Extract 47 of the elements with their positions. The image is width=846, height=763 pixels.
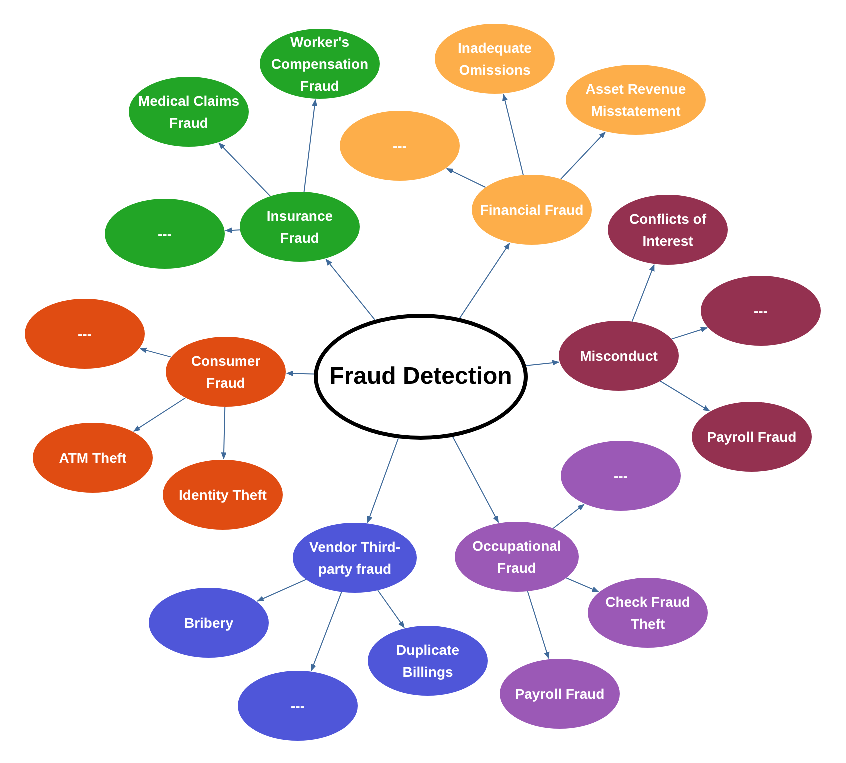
topic-label: Identity Theft	[178, 486, 268, 505]
topic-label: Occupational Fraud	[472, 537, 562, 578]
arrow	[632, 264, 655, 322]
arrow	[140, 348, 172, 358]
arrow	[225, 228, 241, 234]
arrow	[304, 99, 318, 193]
arrow	[566, 578, 600, 592]
arrow	[326, 258, 376, 321]
topic-label: Payroll Fraud	[706, 428, 798, 447]
arrow	[526, 360, 560, 366]
topic-label: ---	[290, 697, 306, 716]
topic-label: ---	[77, 325, 93, 344]
arrow	[256, 579, 307, 602]
arrow	[221, 406, 227, 460]
topic-label: Conflicts of Interest	[628, 210, 708, 251]
topic-label: Worker's Compensation Fraud	[270, 33, 370, 96]
arrow	[552, 504, 585, 530]
arrow	[218, 142, 272, 197]
topic-label: Payroll Fraud	[514, 685, 606, 704]
topic-label: Duplicate Billings	[395, 641, 460, 682]
arrow	[133, 398, 186, 432]
topic-label: ---	[613, 467, 629, 486]
title-text: Fraud Detection	[328, 363, 514, 391]
topic-label: Bribery	[183, 614, 235, 633]
topic-label: Insurance Fraud	[266, 207, 334, 248]
arrow	[527, 590, 550, 660]
topic-label: ---	[392, 137, 408, 156]
arrow	[286, 370, 315, 377]
topic-label: Misconduct	[579, 347, 659, 366]
topic-label: ---	[157, 225, 173, 244]
topic-label: Vendor Third-party fraud	[308, 538, 402, 579]
arrow	[311, 592, 342, 672]
arrow	[560, 132, 606, 180]
topic-label: Asset Revenue Misstatement	[584, 80, 688, 121]
arrow	[367, 438, 400, 524]
arrow	[671, 327, 708, 340]
topic-label: ---	[753, 302, 769, 321]
topic-label: Medical Claims Fraud	[137, 92, 241, 133]
arrow	[378, 590, 405, 628]
arrow	[446, 168, 486, 188]
topic-label: ATM Theft	[58, 449, 128, 468]
arrow	[660, 380, 710, 412]
topic-label: Inadequate Omissions	[457, 39, 533, 80]
topic-label: Consumer Fraud	[190, 352, 262, 393]
arrow	[502, 94, 524, 176]
topic-label: Financial Fraud	[479, 201, 585, 220]
topic-label: Check Fraud Theft	[604, 593, 692, 634]
